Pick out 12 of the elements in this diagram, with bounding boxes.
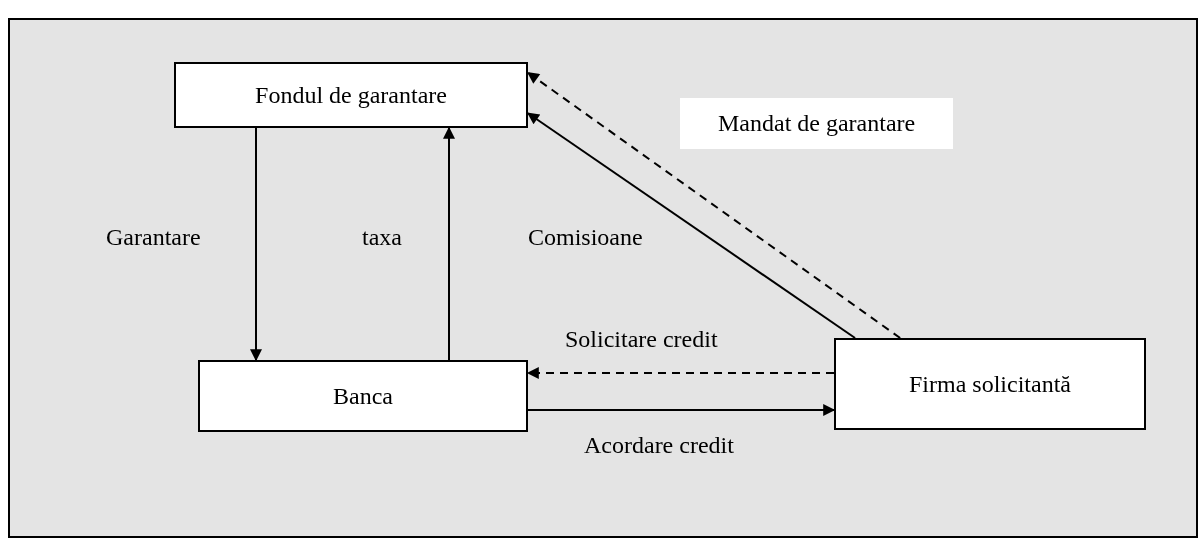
arrow <box>250 127 262 362</box>
process-box <box>174 62 528 128</box>
node-label: Firma solicitantă <box>909 370 1071 398</box>
process-box <box>834 338 1146 430</box>
arrow <box>443 126 455 361</box>
arrow <box>527 112 857 339</box>
node-label: Fondul de garantare <box>255 81 447 109</box>
edge-label: Mandat de garantare <box>680 98 954 149</box>
arrow <box>527 71 902 339</box>
process-box <box>198 360 528 432</box>
node-label: Banca <box>333 382 393 410</box>
arrow <box>527 404 836 416</box>
